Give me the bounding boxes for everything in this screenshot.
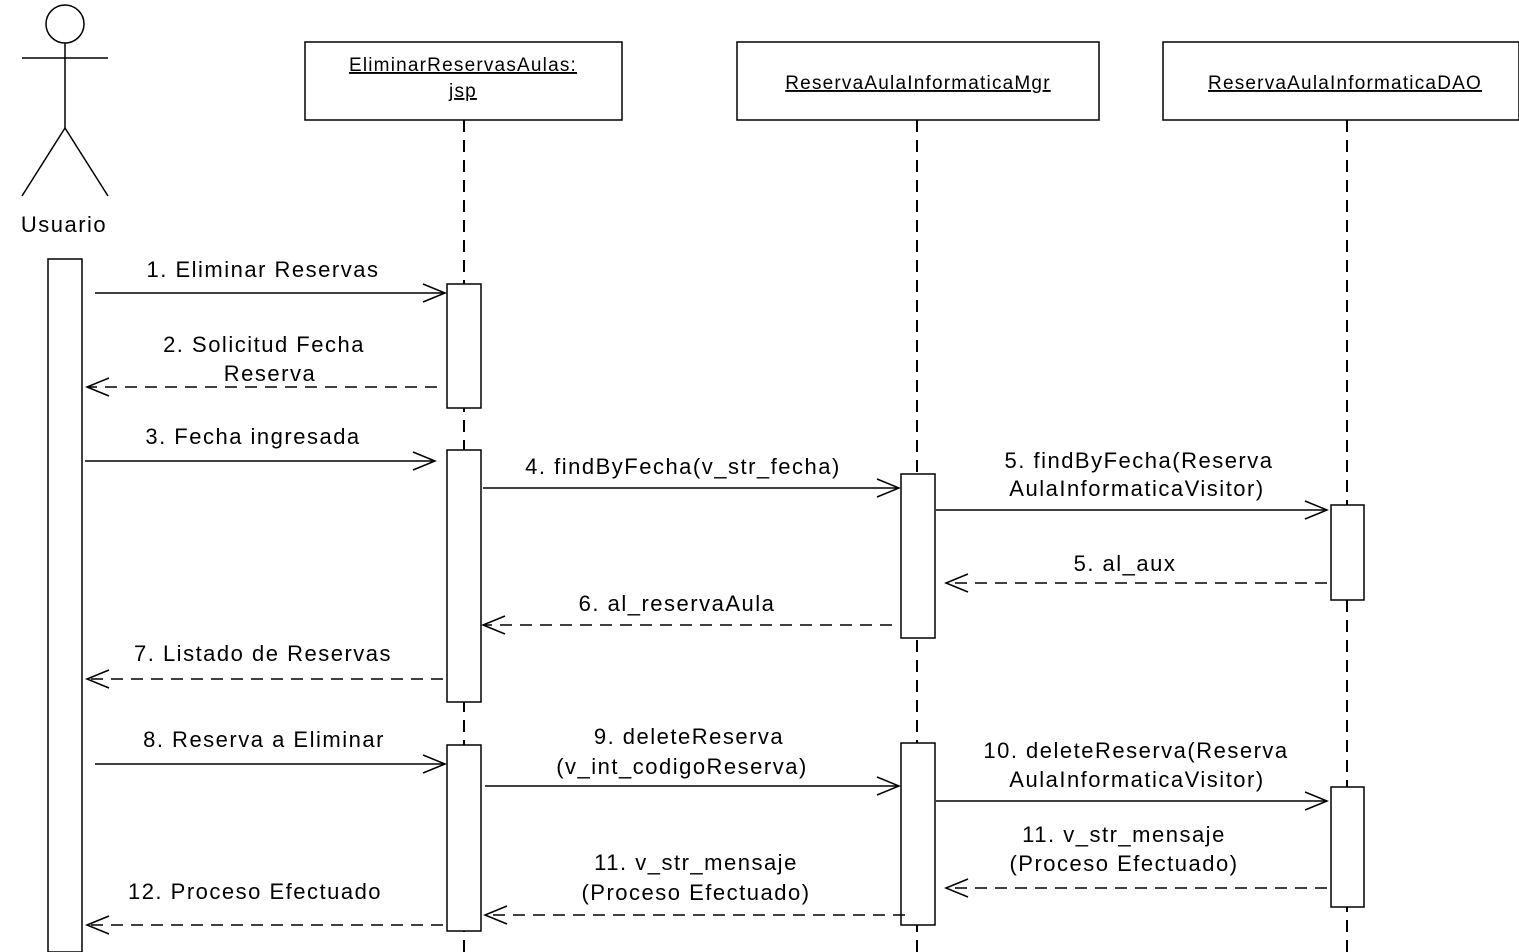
activation-dao-1 <box>1330 504 1365 601</box>
msg-12-label: 12. Proceso Efectuado <box>128 879 382 904</box>
msg-5-label-line2: AulaInformaticaVisitor) <box>1009 476 1264 501</box>
actor-head <box>45 4 85 44</box>
msg-10-label-line2: AulaInformaticaVisitor) <box>1009 767 1264 792</box>
activation-jsp-3 <box>446 744 482 932</box>
actor-right-leg <box>64 127 109 197</box>
msg-11a-label-line2: (Proceso Efectuado) <box>1009 851 1238 876</box>
msg-3-label: 3. Fecha ingresada <box>145 424 360 449</box>
msg-2-label-line2: Reserva <box>224 361 316 386</box>
msg-4-label: 4. findByFecha(v_str_fecha) <box>525 454 841 479</box>
msg-11a-arrowhead <box>944 878 969 898</box>
activation-dao-2 <box>1330 786 1365 908</box>
actor-label: Usuario <box>21 212 107 237</box>
actor-usuario <box>21 4 109 197</box>
activation-jsp-1 <box>446 283 482 409</box>
msg-1-label: 1. Eliminar Reservas <box>147 257 380 282</box>
lifeline-dao-title: ReservaAulaInformaticaDAO <box>1208 73 1482 94</box>
lifeline-mgr-title: ReservaAulaInformaticaMgr <box>785 73 1050 94</box>
msg-8-arrowhead <box>422 754 447 774</box>
message-labels: 1. Eliminar Reservas 2. Solicitud Fecha … <box>128 257 1288 905</box>
msg-11b-arrowhead <box>483 905 508 925</box>
msg-8-label: 8. Reserva a Eliminar <box>143 727 385 752</box>
msg-7-arrowhead <box>85 669 110 689</box>
msg-10-label-line1: 10. deleteReserva(Reserva <box>983 738 1288 763</box>
msg-2-label-line1: 2. Solicitud Fecha <box>163 332 365 357</box>
lifeline-jsp-box <box>304 41 623 121</box>
msg-9-label-line1: 9. deleteReserva <box>594 724 784 749</box>
msg-5-label-line1: 5. findByFecha(Reserva <box>1005 448 1274 473</box>
message-arrows <box>85 283 1329 935</box>
msg-7-label: 7. Listado de Reservas <box>134 641 392 666</box>
activation-mgr-1 <box>900 473 936 639</box>
activation-jsp-2 <box>446 449 482 703</box>
msg-6-label: 6. al_reservaAula <box>579 591 776 616</box>
activation-mgr-2 <box>900 742 936 926</box>
actor-left-leg <box>21 127 66 197</box>
msg-6-arrowhead <box>481 615 506 635</box>
lifeline-mgr: ReservaAulaInformaticaMgr <box>736 41 1100 952</box>
msg-5r-label: 5. al_aux <box>1074 551 1177 576</box>
lifeline-jsp-title-line2: jsp <box>448 81 477 102</box>
msg-11a-label-line1: 11. v_str_mensaje <box>1022 822 1226 847</box>
lifeline-jsp-title-line1: EliminarReservasAulas: <box>349 55 577 76</box>
lifeline-jsp: EliminarReservasAulas: jsp <box>304 41 623 952</box>
msg-9-arrowhead <box>876 776 901 796</box>
lifeline-dao-box <box>1162 41 1519 121</box>
msg-2-arrowhead <box>85 377 110 397</box>
msg-3-arrowhead <box>412 451 437 471</box>
msg-12-arrowhead <box>85 915 110 935</box>
msg-5r-arrowhead <box>944 573 969 593</box>
msg-4-arrowhead <box>876 478 901 498</box>
msg-11b-label-line2: (Proceso Efectuado) <box>581 880 810 905</box>
activation-actor <box>47 258 83 952</box>
lifeline-dao: ReservaAulaInformaticaDAO <box>1162 41 1519 952</box>
msg-1-arrowhead <box>422 283 447 303</box>
msg-11b-label-line1: 11. v_str_mensaje <box>594 850 798 875</box>
msg-5-arrowhead <box>1304 500 1329 520</box>
msg-10-arrowhead <box>1304 791 1329 811</box>
msg-9-label-line2: (v_int_codigoReserva) <box>556 754 808 779</box>
